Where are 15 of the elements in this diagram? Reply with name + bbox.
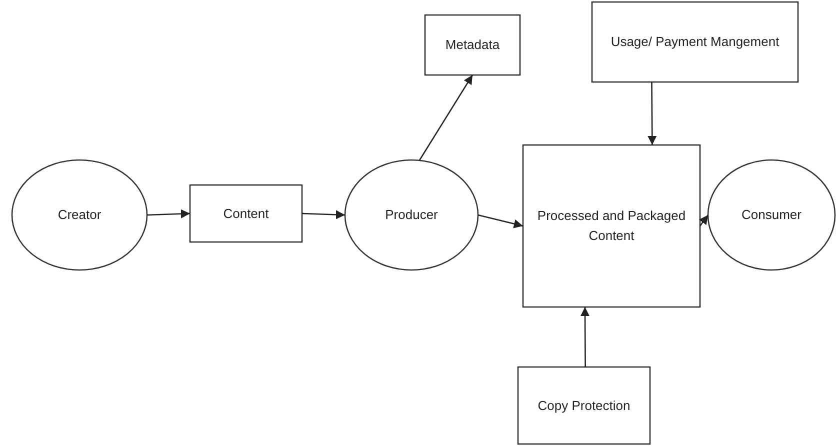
node-label: Creator [58, 206, 102, 224]
arrow [146, 209, 190, 218]
node-label: Content [223, 204, 269, 222]
arrow [302, 210, 346, 220]
arrow [648, 82, 657, 145]
node-label: Producer [385, 206, 438, 224]
node-label: Consumer [742, 206, 802, 224]
arrow [580, 307, 590, 367]
node-label: Processed and Packaged Content [536, 207, 687, 245]
arrow [478, 214, 524, 228]
arrow [418, 74, 474, 161]
node-label: Metadata [445, 36, 500, 54]
node-label: Usage/ Payment Mangement [610, 33, 780, 51]
arrow [698, 214, 709, 226]
node-label: Copy Protection [538, 396, 630, 415]
